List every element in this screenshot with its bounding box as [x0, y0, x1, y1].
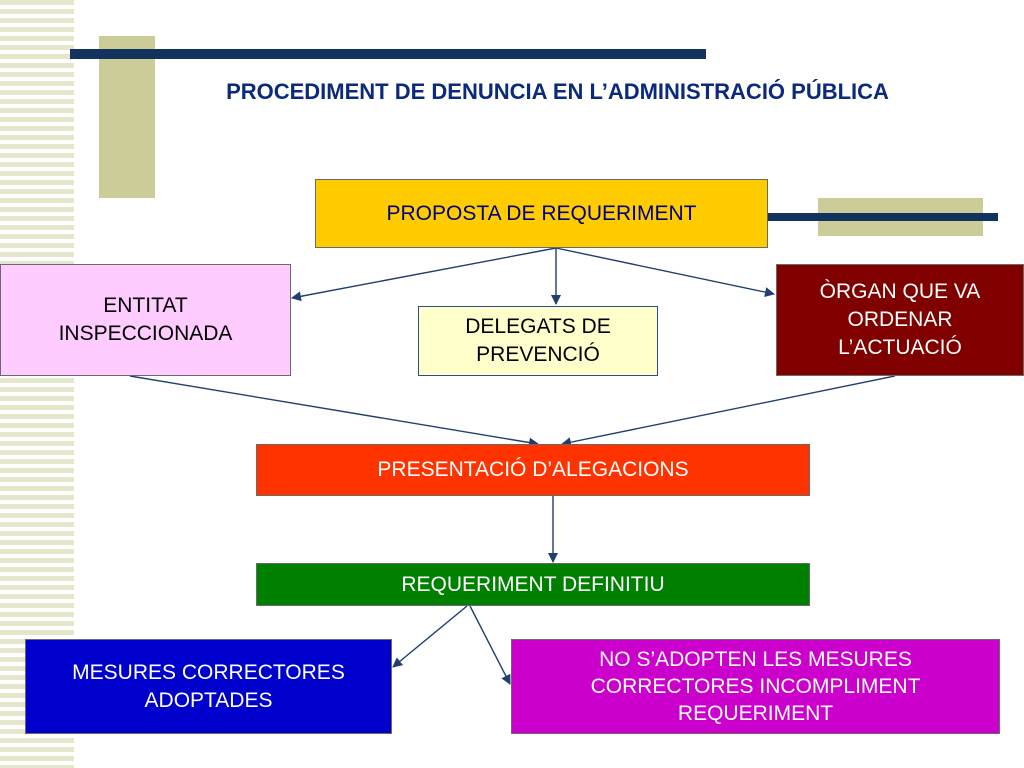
arrow-organ-to-presentacio — [561, 375, 896, 448]
node-delegats-de-prevencio: DELEGATS DE PREVENCIÓ — [418, 306, 658, 376]
node-definitiu-label: REQUERIMENT DEFINITIU — [401, 572, 665, 596]
node-entitat-label: ENTITAT INSPECCIONADA — [58, 294, 233, 345]
node-presentacio-label: PRESENTACIÓ D’ALEGACIONS — [377, 458, 689, 481]
node-presentacio-dalegacions: PRESENTACIÓ D’ALEGACIONS — [256, 444, 810, 496]
decorative-tan-block — [99, 36, 155, 198]
node-no-mesures-label: NO S’ADOPTEN LES MESURES CORRECTORES INC… — [590, 648, 921, 725]
decorative-right-line — [768, 213, 998, 221]
arrow-entitat-to-presentacio — [129, 375, 539, 448]
arrow-definitiu-to-mesures — [392, 605, 468, 668]
node-entitat-inspeccionada: ENTITAT INSPECCIONADA — [0, 264, 291, 376]
decorative-top-line — [70, 49, 706, 59]
node-mesures-label: MESURES CORRECTORES ADOPTADES — [72, 660, 345, 712]
node-mesures-correctores-adoptades: MESURES CORRECTORES ADOPTADES — [25, 639, 392, 734]
node-proposta-label: PROPOSTA DE REQUERIMENT — [386, 201, 697, 225]
node-no-sadopten-les-mesures: NO S’ADOPTEN LES MESURES CORRECTORES INC… — [511, 639, 1000, 734]
node-proposta-de-requeriment: PROPOSTA DE REQUERIMENT — [315, 179, 768, 248]
node-requeriment-definitiu: REQUERIMENT DEFINITIU — [256, 563, 810, 606]
node-organ-que-va-ordenar: ÒRGAN QUE VA ORDENAR L’ACTUACIÓ — [776, 264, 1024, 376]
arrow-proposta-to-organ — [555, 247, 775, 298]
arrow-definitiu-to-no-mesures — [469, 605, 511, 685]
arrow-proposta-to-entitat — [291, 247, 557, 302]
node-organ-label: ÒRGAN QUE VA ORDENAR L’ACTUACIÓ — [819, 280, 981, 359]
slide-title: PROCEDIMENT DE DENUNCIA EN L’ADMINISTRAC… — [226, 79, 889, 104]
node-delegats-label: DELEGATS DE PREVENCIÓ — [465, 315, 611, 366]
